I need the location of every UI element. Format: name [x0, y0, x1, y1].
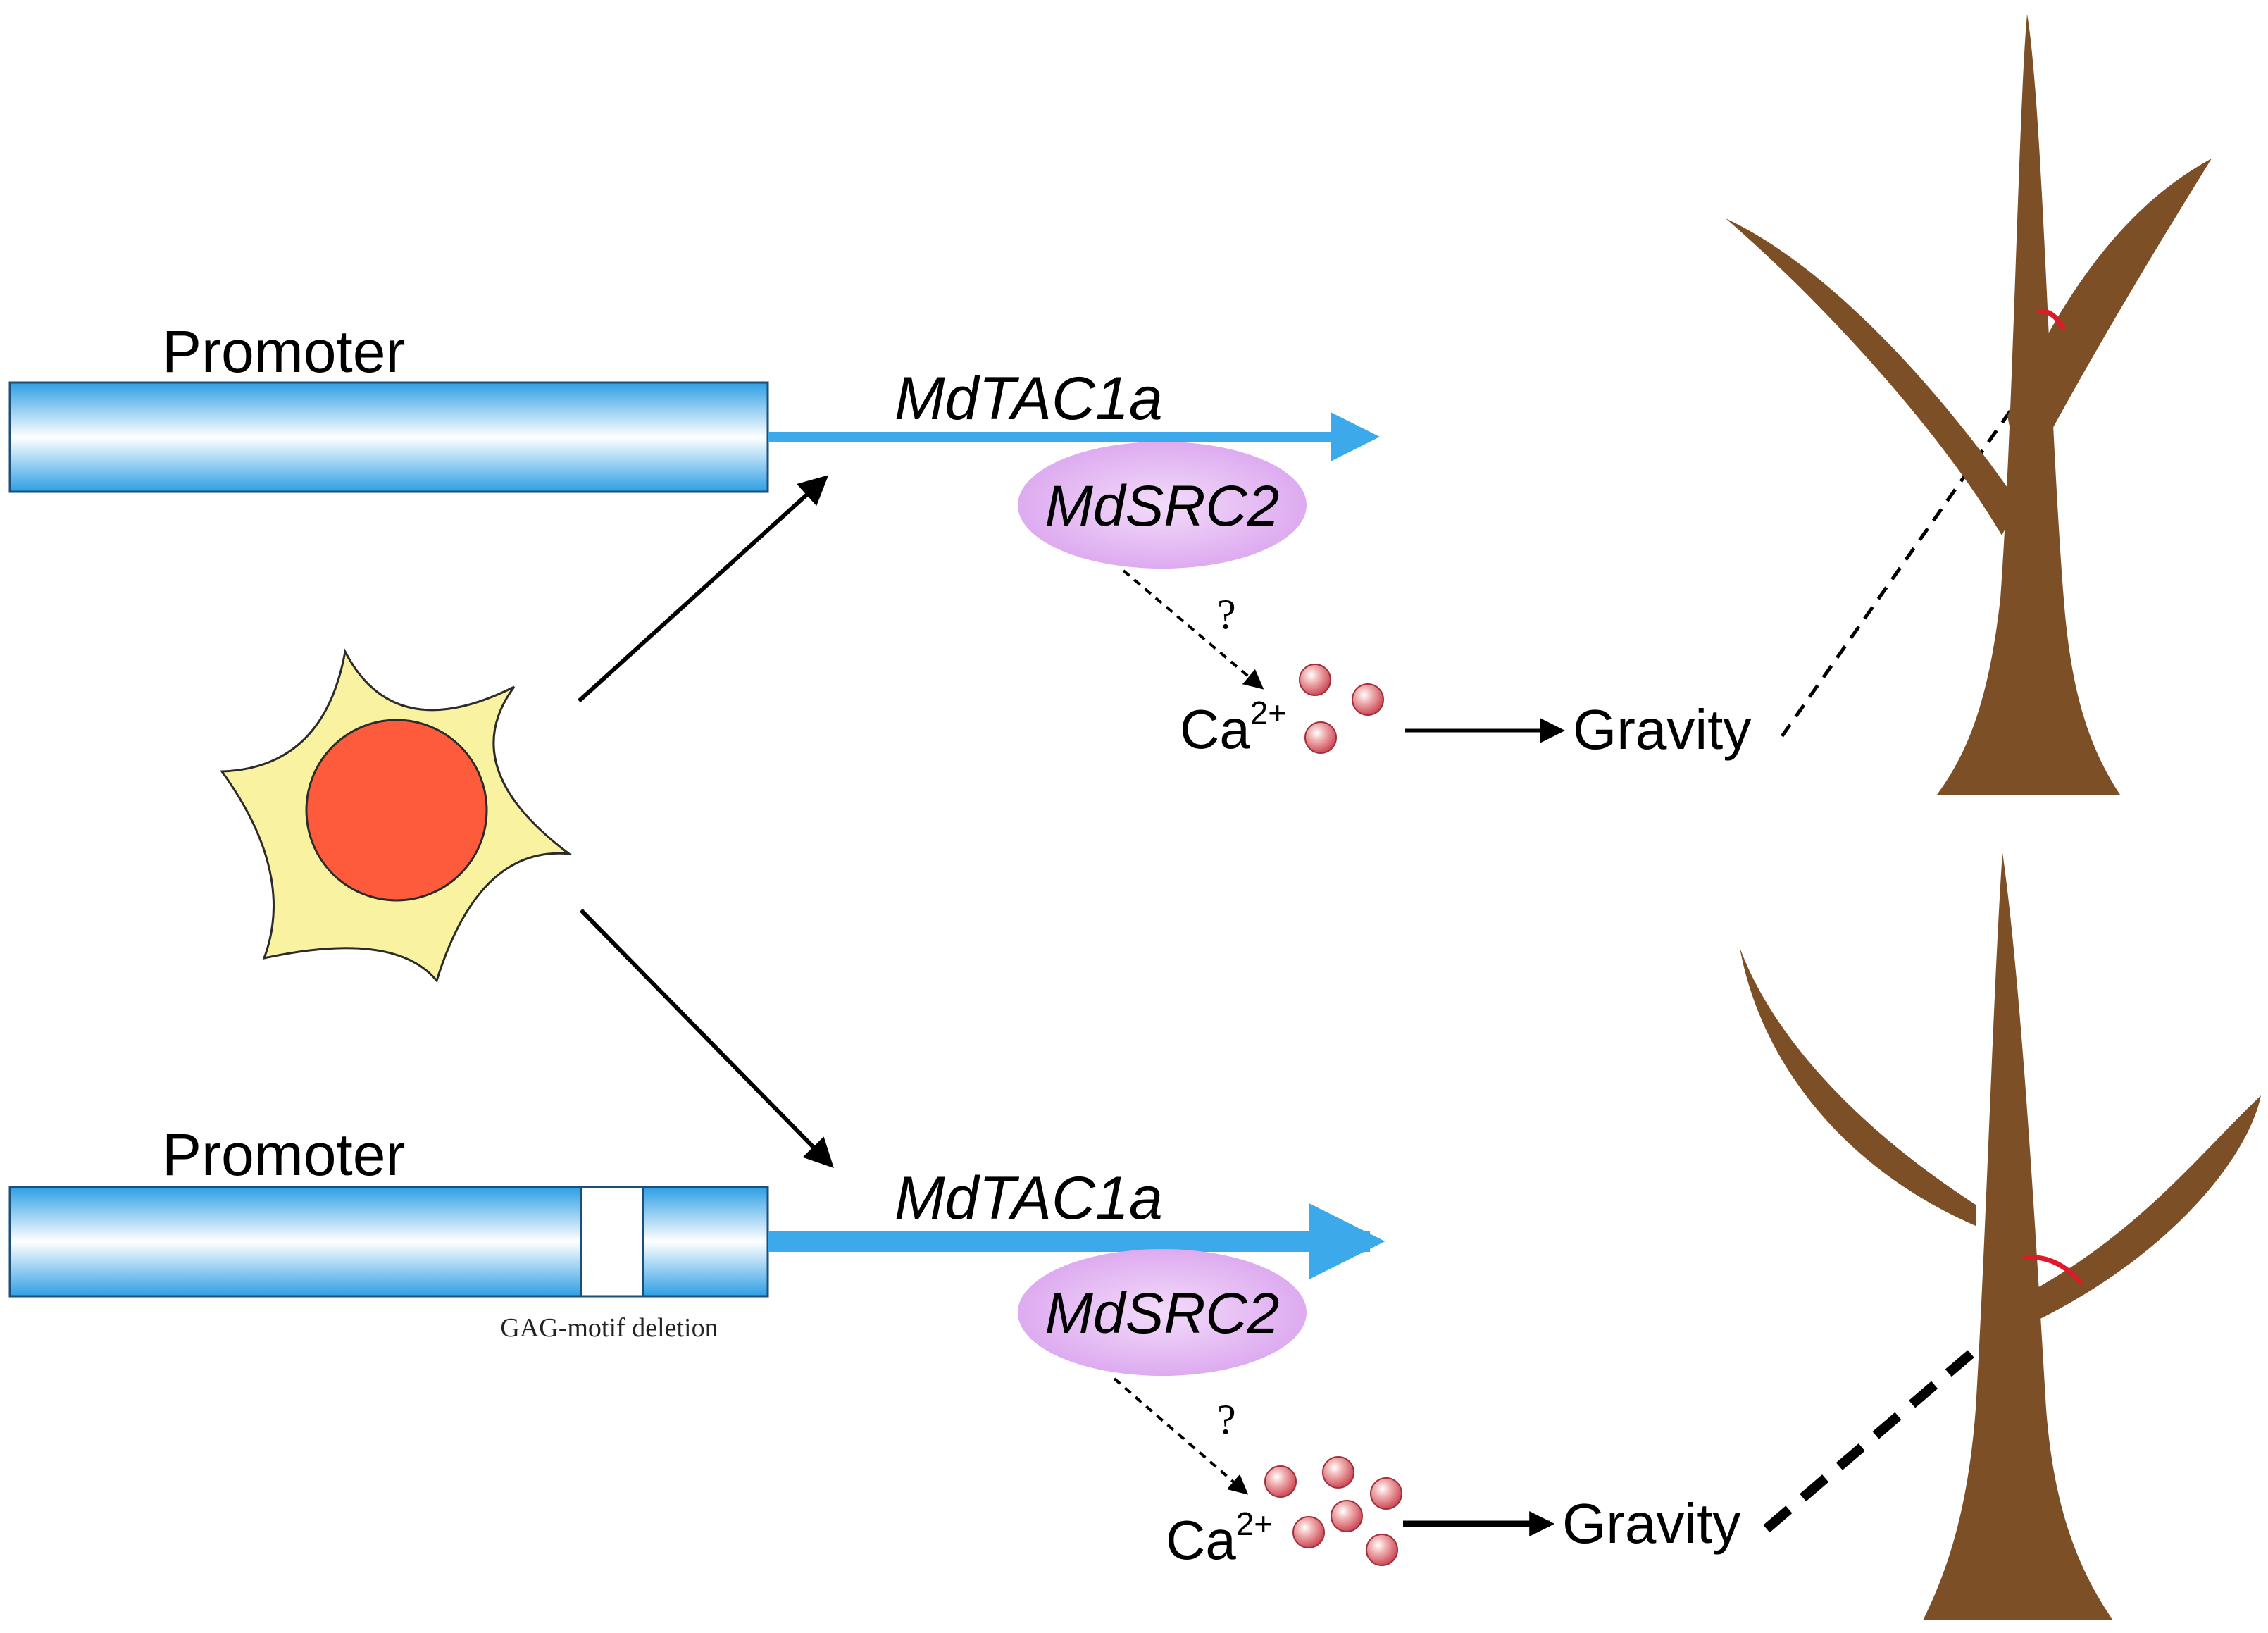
bottom-protein-label: MdSRC2 — [1045, 1281, 1280, 1346]
top-panel: Promoter MdTAC1a MdSRC2 ? Ca2+ Gravity — [8, 14, 2212, 795]
star-core — [305, 719, 488, 902]
star-to-bottom-gene-arrow — [579, 908, 834, 1168]
top-promoter-label: Promoter — [162, 318, 405, 385]
bottom-gene-label: MdTAC1a — [895, 1165, 1163, 1232]
bottom-protein-ellipse — [1018, 1249, 1307, 1376]
top-calcium-label: Ca2+ — [1180, 695, 1287, 760]
top-question-mark: ? — [1217, 591, 1236, 638]
top-gravity-to-branch-arrow — [1780, 361, 2046, 738]
calcium-bead-icon — [1322, 1456, 1354, 1489]
top-gravity-label: Gravity — [1573, 698, 1751, 761]
bottom-promoter-bar — [8, 1186, 769, 1298]
top-tree-right-branch — [2007, 159, 2212, 486]
top-tree-trunk — [1937, 14, 2120, 795]
top-promoter-bar — [8, 381, 769, 493]
bottom-tree-trunk — [1923, 852, 2113, 1620]
calcium-bead-icon — [1304, 721, 1337, 754]
bottom-tree-left-branch — [1740, 948, 1976, 1226]
calcium-bead-icon — [1366, 1534, 1398, 1566]
calcium-bead-icon — [1352, 683, 1384, 716]
bottom-question-mark: ? — [1217, 1396, 1236, 1443]
tree-icon — [1740, 852, 2261, 1620]
bottom-branch-angle-arc — [2022, 1254, 2083, 1286]
calcium-bead-icon — [1264, 1465, 1297, 1498]
gag-motif-deletion-label: GAG-motif deletion — [500, 1313, 718, 1343]
top-tree-left-branch — [1726, 218, 2019, 535]
bottom-panel: Promoter GAG-motif deletion MdTAC1a MdSR… — [8, 852, 2261, 1620]
bottom-calcium-label: Ca2+ — [1166, 1505, 1273, 1571]
top-branch-angle-arc — [2036, 309, 2067, 331]
calcium-bead-icon — [1299, 664, 1331, 696]
tree-icon — [1726, 14, 2212, 795]
bottom-gravity-label: Gravity — [1562, 1492, 1740, 1555]
top-protein-label: MdSRC2 — [1045, 474, 1280, 538]
top-gene-label: MdTAC1a — [895, 365, 1163, 433]
bottom-protein-to-calcium-arrow — [1113, 1377, 1249, 1495]
gag-motif-deletion-box — [580, 1186, 644, 1298]
top-protein-ellipse — [1018, 442, 1307, 569]
bottom-promoter-label: Promoter — [162, 1122, 405, 1188]
calcium-bead-icon — [1370, 1477, 1402, 1510]
top-protein-to-calcium-arrow — [1122, 569, 1264, 690]
calcium-bead-icon — [1292, 1516, 1325, 1548]
star-to-top-gene-arrow — [577, 475, 829, 703]
light-star-icon — [220, 648, 573, 983]
bottom-tree-right-branch — [2011, 1095, 2261, 1324]
calcium-bead-icon — [1331, 1500, 1363, 1532]
